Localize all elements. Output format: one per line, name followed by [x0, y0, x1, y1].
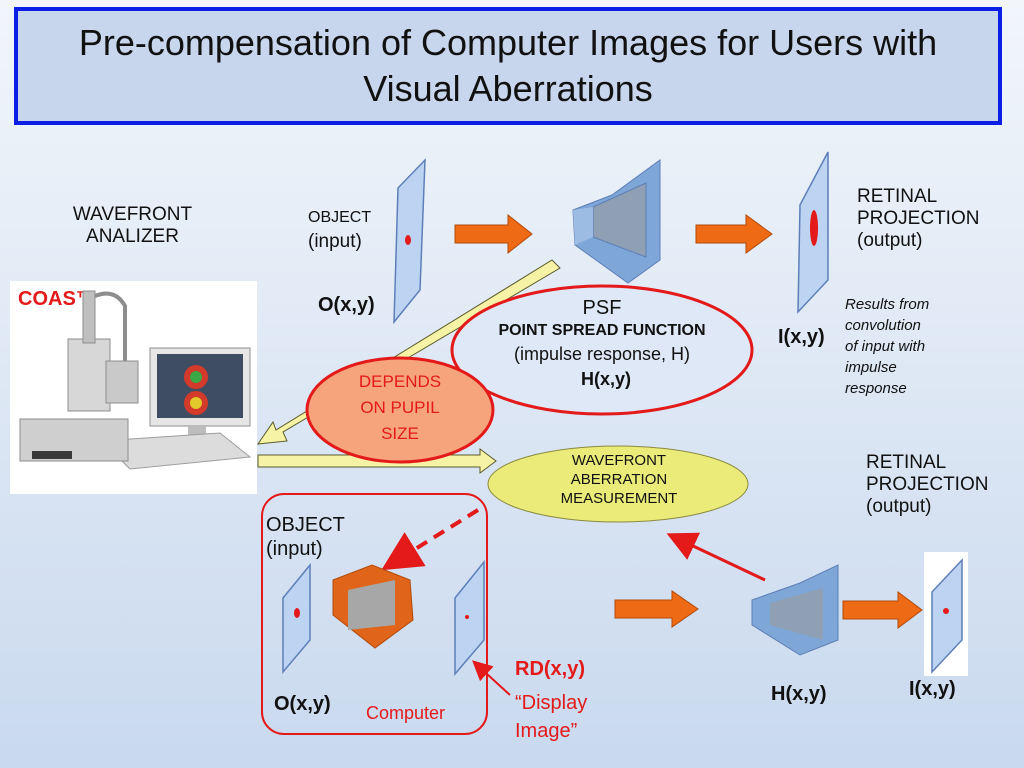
convolution-note: Results from convolution of input with i…	[845, 294, 929, 399]
title-box: Pre-compensation of Computer Images for …	[14, 7, 1002, 125]
display-image-line1: “Display	[515, 692, 588, 714]
computer-box	[261, 493, 488, 735]
dashed-red-arrow	[381, 508, 480, 571]
bottom-arrow-2	[842, 591, 923, 629]
display-image-line2: Image”	[515, 720, 578, 742]
top-retinal-spot	[810, 210, 818, 246]
orange-lens-prism	[332, 564, 414, 649]
top-object-label: OBJECT	[308, 209, 372, 226]
convolution-note-line: response	[845, 380, 907, 397]
convolution-note-line: of input with	[845, 338, 926, 355]
display-image-label: “Display Image”	[515, 689, 587, 745]
top-retinal-label1: RETINAL	[857, 186, 938, 207]
top-arrow-2	[695, 214, 773, 254]
bottom-retinal-label2: PROJECTION	[866, 474, 989, 495]
bottom-object-sub: (input)	[266, 538, 323, 560]
pupil-line1: DEPENDS	[358, 372, 442, 391]
wavefront-analyzer-label: WAVEFRONT ANALIZER	[40, 204, 225, 248]
bottom-object-label-line1: OBJECT	[266, 514, 345, 536]
bottom-object-fn: O(x,y)	[274, 693, 331, 715]
convolution-note-line: impulse	[845, 359, 897, 376]
top-object-fn: O(x,y)	[318, 294, 375, 316]
page-title: Pre-compensation of Computer Images for …	[78, 22, 938, 109]
measurement-line1: WAVEFRONT	[571, 452, 667, 469]
bottom-h-fn: H(x,y)	[771, 683, 827, 705]
top-object-dot	[405, 235, 411, 245]
pupil-oval	[305, 356, 495, 464]
pupil-line2: ON PUPIL	[360, 398, 440, 417]
computer-label: Computer	[366, 703, 446, 723]
bottom-arrow-1	[614, 590, 699, 628]
bottom-lens-prism	[751, 564, 839, 656]
measurement-oval	[487, 445, 749, 523]
psf-title: PSF	[582, 297, 622, 319]
bottom-retinal-label: RETINAL PROJECTION (output)	[866, 452, 988, 518]
psf-oval	[450, 284, 754, 416]
measurement-line3: MEASUREMENT	[560, 490, 678, 507]
top-retinal-label: RETINAL PROJECTION (output)	[857, 186, 979, 252]
pupil-line3: SIZE	[381, 424, 419, 443]
bottom-retinal-plane	[931, 558, 963, 674]
wavefront-analyzer-line2: ANALIZER	[86, 226, 179, 247]
measurement-line2: ABERRATION	[570, 471, 668, 488]
wavefront-analyzer-line1: WAVEFRONT	[72, 204, 193, 225]
display-image-plane	[454, 559, 485, 677]
psf-fn: H(x,y)	[580, 369, 631, 389]
psf-subtitle: POINT SPREAD FUNCTION	[498, 322, 706, 339]
bottom-retinal-fn: I(x,y)	[909, 678, 956, 700]
convolution-note-line: convolution	[845, 317, 921, 334]
bottom-retinal-label1: RETINAL	[866, 452, 947, 473]
bottom-object-label: OBJECT (input)	[266, 513, 345, 561]
top-retinal-label2: PROJECTION	[857, 208, 980, 229]
psf-desc: (impulse response, H)	[513, 344, 691, 364]
top-object-sub: (input)	[308, 231, 362, 252]
convolution-note-line: Results from	[845, 296, 930, 313]
rd-pointer-arrow	[472, 660, 511, 696]
coas-device-photo: COAS™	[10, 281, 257, 494]
bottom-retinal-sub: (output)	[866, 496, 932, 517]
bottom-object-plane	[282, 562, 311, 675]
top-retinal-fn: I(x,y)	[778, 326, 825, 348]
top-lens-prism	[572, 159, 661, 284]
top-arrow-1	[454, 213, 533, 255]
top-object-plane	[393, 158, 426, 325]
psf-text: PSF POINT SPREAD FUNCTION (impulse respo…	[452, 296, 752, 392]
aberration-measure-arrow	[666, 532, 766, 582]
pupil-text: DEPENDS ON PUPIL SIZE	[320, 369, 480, 447]
coas-logo: COAS™	[18, 288, 96, 310]
top-retinal-sub: (output)	[857, 230, 923, 251]
measurement-text: WAVEFRONT ABERRATION MEASUREMENT	[520, 451, 718, 508]
top-retinal-plane	[797, 151, 829, 314]
rd-fn: RD(x,y)	[515, 658, 586, 680]
